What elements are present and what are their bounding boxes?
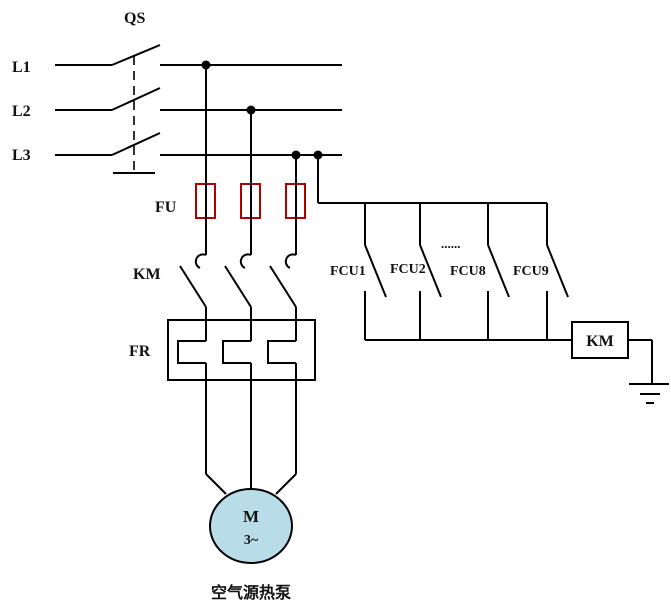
motor-phase-label: 3~ <box>244 533 259 548</box>
label-l1: L1 <box>12 59 31 76</box>
label-fcu1: FCU1 <box>330 264 366 279</box>
contactor-km-main-contacts <box>179 253 297 308</box>
thermal-relay-fr <box>167 319 316 381</box>
label-ellipsis: ...... <box>441 236 461 251</box>
label-coil-km: KM <box>586 333 614 350</box>
label-fcu8: FCU8 <box>450 264 486 279</box>
label-fcu9: FCU9 <box>513 264 549 279</box>
label-km: KM <box>133 266 161 283</box>
label-l2: L2 <box>12 103 31 120</box>
motor-label: M <box>243 507 259 526</box>
control-circuit <box>317 155 669 404</box>
label-fcu2: FCU2 <box>390 262 426 277</box>
fuses-fu <box>195 183 306 219</box>
diagram-caption: 空气源热泵 <box>211 583 291 602</box>
motor-m: M 3~ <box>209 488 293 564</box>
label-qs: QS <box>124 10 145 27</box>
label-l3: L3 <box>12 147 31 164</box>
label-fr: FR <box>129 343 151 360</box>
label-fu: FU <box>155 199 177 216</box>
